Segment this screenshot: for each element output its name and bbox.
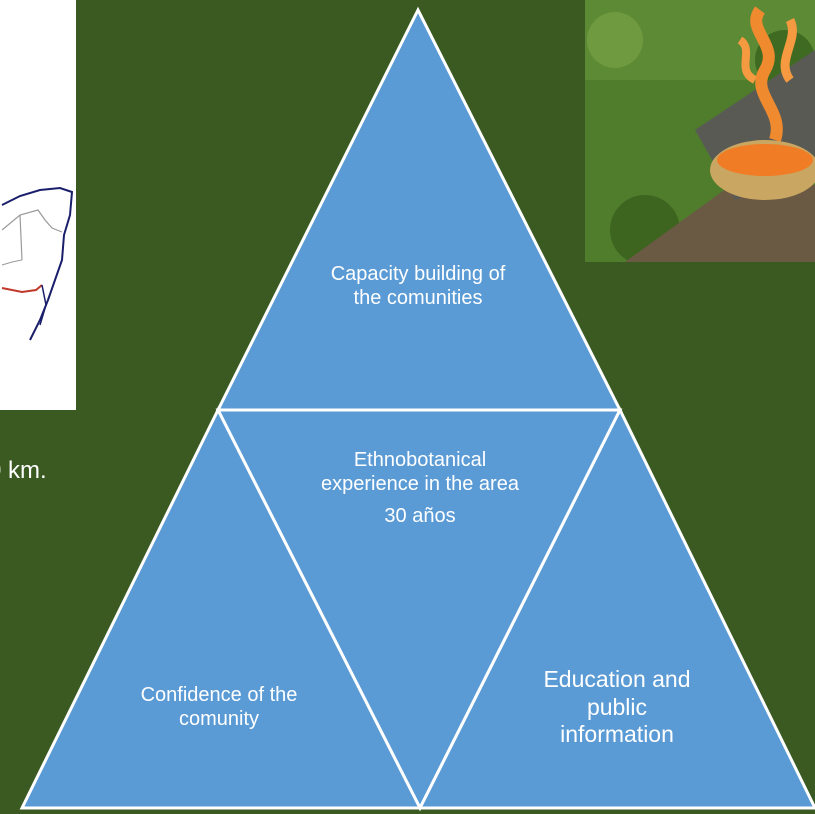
yucatan-map-icon — [1, 186, 74, 341]
fiber-basket-photo-icon — [585, 0, 815, 262]
triangle-bottom-left — [19, 406, 423, 810]
bottom-left-triangle-label: Confidence of the comunity — [140, 684, 298, 730]
map-image — [0, 0, 76, 410]
distance-label: 0 km. — [0, 457, 47, 484]
top-triangle-label: Capacity building of the comunities — [330, 263, 506, 309]
bottom-right-triangle-label: Education and public information — [543, 666, 691, 748]
triangle-bottom-right — [417, 406, 815, 810]
center-triangle-label: Ethnobotanical experience in the area 30… — [320, 448, 520, 528]
photo-image — [585, 0, 815, 262]
triangle-top — [215, 6, 623, 412]
center-triangle-text: Ethnobotanical experience in the area — [321, 449, 519, 495]
center-triangle-subtext: 30 años — [384, 505, 456, 527]
